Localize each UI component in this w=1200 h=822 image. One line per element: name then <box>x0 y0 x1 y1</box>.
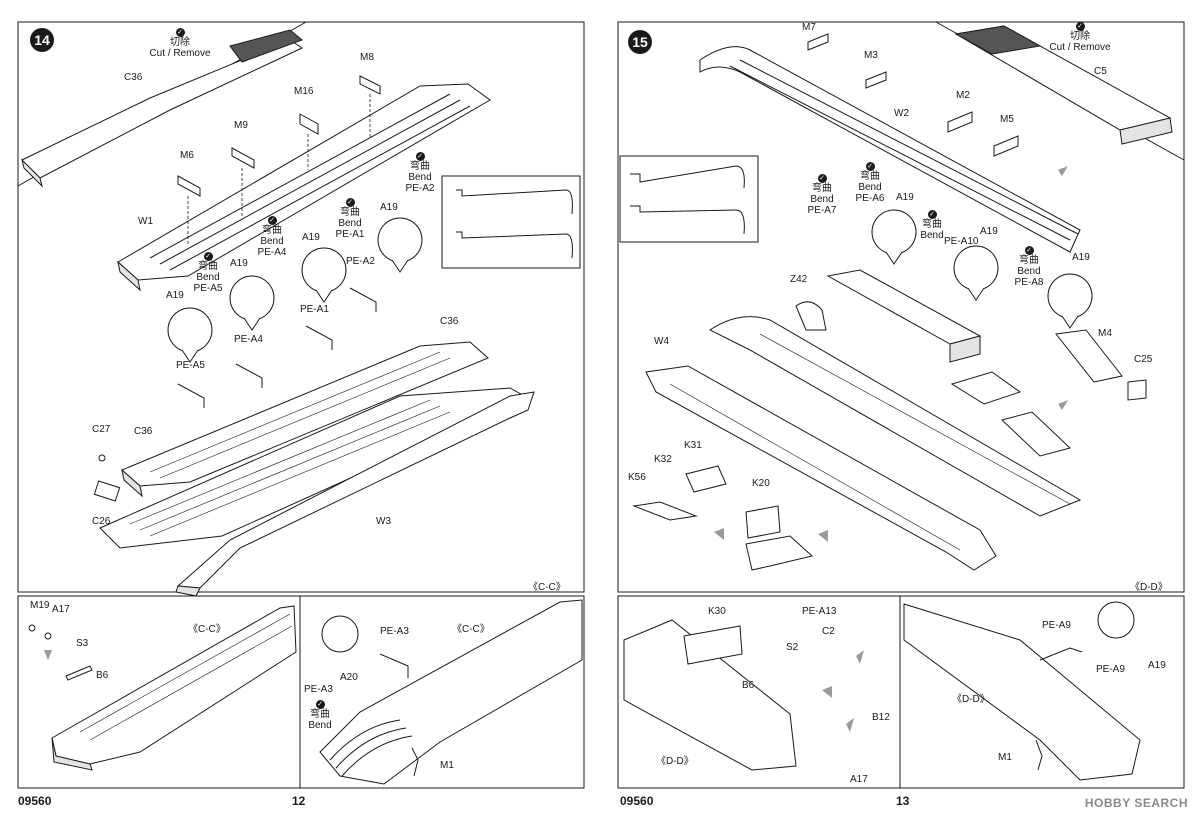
check-icon: ✓ <box>865 162 875 171</box>
part-label: M5 <box>1000 114 1014 125</box>
check-icon: ✓ <box>415 152 425 161</box>
part-label: S2 <box>786 642 799 653</box>
bend-note-pe-a7: ✓ 弯曲 Bend PE-A7 <box>807 174 837 216</box>
check-icon: ✓ <box>345 198 355 207</box>
part-label: A19 <box>166 290 184 301</box>
bend-note-pe-a1: ✓ 弯曲 Bend PE-A1 <box>335 198 365 240</box>
part-label: K31 <box>684 440 702 451</box>
section-label: 《D-D》 <box>656 756 694 767</box>
part-label: A19 <box>1072 252 1090 263</box>
part-label: A19 <box>980 226 998 237</box>
part-label: W3 <box>376 516 391 527</box>
part-label: C27 <box>92 424 111 435</box>
section-label: 《D-D》 <box>952 694 990 705</box>
part-label: Z42 <box>790 274 808 285</box>
part-label: PE-A3 <box>304 684 333 695</box>
part-label: S3 <box>76 638 89 649</box>
product-code: 09560 <box>18 794 52 808</box>
instruction-page-left: 14 ✓ 切除 Cut / Remove C36 M8 M16 M9 M6 W1… <box>17 21 585 808</box>
part-label: PE-A1 <box>300 304 329 315</box>
part-label: B6 <box>96 670 109 681</box>
part-label: M6 <box>180 150 194 161</box>
page-number: 12 <box>292 794 306 808</box>
part-label: K32 <box>654 454 672 465</box>
part-label: C2 <box>822 626 835 637</box>
part-label: M9 <box>234 120 248 131</box>
bend-note-pe-a3: ✓ 弯曲 Bend <box>308 700 332 731</box>
step-number-badge: 14 <box>30 28 54 52</box>
part-label: C26 <box>92 516 111 527</box>
part-label: K56 <box>628 472 646 483</box>
part-label: C5 <box>1094 66 1107 77</box>
part-label: C36 <box>124 72 143 83</box>
bend-note-pe-a8: ✓ 弯曲 Bend PE-A8 <box>1014 246 1044 288</box>
part-label: A19 <box>1148 660 1166 671</box>
part-label: PE-A3 <box>380 626 409 637</box>
step-15-assembly-drawing <box>617 21 1185 789</box>
section-label: 《C-C》 <box>452 624 490 635</box>
section-label: 《C-C》 <box>528 582 566 593</box>
part-label: PE-A5 <box>176 360 205 371</box>
part-label: W2 <box>894 108 909 119</box>
part-label: PE-A10 <box>944 236 979 247</box>
check-icon: ✓ <box>1075 22 1085 31</box>
part-label: PE-A4 <box>234 334 263 345</box>
part-label: A19 <box>230 258 248 269</box>
part-label: A17 <box>850 774 868 785</box>
part-label: A19 <box>302 232 320 243</box>
step-number-badge: 15 <box>628 30 652 54</box>
part-label: K30 <box>708 606 726 617</box>
part-label: M16 <box>294 86 314 97</box>
cut-remove-note: ✓ 切除 Cut / Remove <box>1049 22 1111 53</box>
instruction-page-right: 15 M7 M3 W2 M2 M5 ✓ 切除 Cut / Remove C5 ✓… <box>600 0 1200 822</box>
check-icon: ✓ <box>315 700 325 709</box>
bend-note-pe-a5: ✓ 弯曲 Bend PE-A5 <box>193 252 223 294</box>
part-label: PE-A9 <box>1096 664 1125 675</box>
part-label: W1 <box>138 216 153 227</box>
part-label: M1 <box>998 752 1012 763</box>
part-label: M2 <box>956 90 970 101</box>
section-label: 《C-C》 <box>188 624 226 635</box>
check-icon: ✓ <box>267 216 277 225</box>
bend-note-pe-a6: ✓ 弯曲 Bend PE-A6 <box>855 162 885 204</box>
part-label: B12 <box>872 712 890 723</box>
bend-note-pe-a4: ✓ 弯曲 Bend PE-A4 <box>257 216 287 258</box>
part-label: B6 <box>742 680 755 691</box>
part-label: M8 <box>360 52 374 63</box>
part-label: A19 <box>896 192 914 203</box>
part-label: A19 <box>380 202 398 213</box>
part-label: C25 <box>1134 354 1153 365</box>
part-label: C36 <box>134 426 153 437</box>
part-label: K20 <box>752 478 770 489</box>
check-icon: ✓ <box>203 252 213 261</box>
part-label: M7 <box>802 22 816 33</box>
step-14-assembly-drawing <box>17 21 585 789</box>
part-label: C36 <box>440 316 459 327</box>
bend-note-pe-a10: ✓ 弯曲 Bend <box>920 210 944 241</box>
page-number: 13 <box>896 794 910 808</box>
product-code: 09560 <box>620 794 654 808</box>
watermark-logo: HOBBY SEARCH <box>1084 796 1188 810</box>
part-label: A20 <box>340 672 358 683</box>
part-label: PE-A2 <box>346 256 375 267</box>
part-label: M3 <box>864 50 878 61</box>
check-icon: ✓ <box>817 174 827 183</box>
check-icon: ✓ <box>175 28 185 37</box>
part-label: A17 <box>52 604 70 615</box>
part-label: PE-A13 <box>802 606 837 617</box>
check-icon: ✓ <box>1024 246 1034 255</box>
part-label: M4 <box>1098 328 1112 339</box>
check-icon: ✓ <box>927 210 937 219</box>
part-label: PE-A9 <box>1042 620 1071 631</box>
cut-remove-note: ✓ 切除 Cut / Remove <box>149 28 211 59</box>
bend-note-pe-a2: ✓ 弯曲 Bend PE-A2 <box>405 152 435 194</box>
part-label: M19 <box>30 600 50 611</box>
part-label: M1 <box>440 760 454 771</box>
part-label: W4 <box>654 336 669 347</box>
section-label: 《D-D》 <box>1130 582 1168 593</box>
